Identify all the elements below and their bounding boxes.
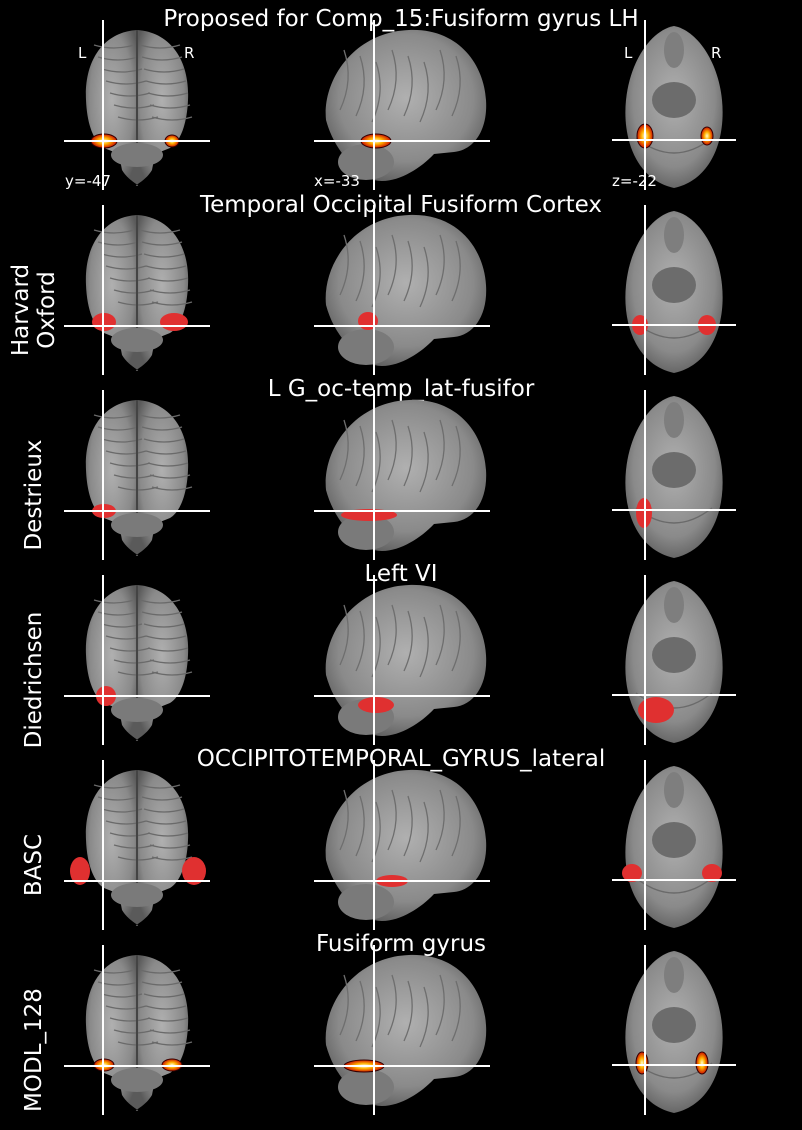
coord-label-sagittal: x=-33 <box>314 172 360 190</box>
row-label-diedrichsen: Diedrichsen <box>21 611 47 749</box>
axial-slice-harvard-oxford <box>612 205 736 375</box>
coronal-slice-proposed <box>64 20 210 190</box>
sagittal-slice-modl-128 <box>314 945 490 1115</box>
axial-slice-modl-128 <box>612 945 736 1115</box>
row-label-modl-128: MODL_128 <box>21 988 47 1112</box>
sagittal-slice-proposed <box>314 20 490 190</box>
sagittal-cerebellum <box>338 144 394 180</box>
sagittal-slice-destrieux <box>314 390 490 560</box>
row-title-destrieux: L G_oc-temp_lat-fusifor <box>267 376 535 402</box>
coord-label-coronal: y=-47 <box>65 172 111 190</box>
row-title-diedrichsen: Left VI <box>364 561 438 587</box>
row-title-proposed: Proposed for Comp_15:Fusiform gyrus LH <box>163 6 639 32</box>
coronal-cerebellum <box>111 1068 163 1092</box>
orient-coronal-right: R <box>184 44 195 62</box>
overlay-blob <box>635 1051 649 1075</box>
coord-label-axial: z=-22 <box>612 172 657 190</box>
sagittal-slice-diedrichsen <box>314 575 490 745</box>
orient-axial-right: R <box>711 44 722 62</box>
coronal-cerebellum <box>111 698 163 722</box>
axial-brainstem <box>652 82 696 118</box>
axial-slice-basc <box>612 760 736 930</box>
overlay-blob <box>695 1051 709 1075</box>
coronal-slice-modl-128 <box>64 945 210 1115</box>
coronal-slice-basc <box>64 760 210 930</box>
overlay-blob <box>358 697 394 713</box>
sagittal-slice-basc <box>314 760 490 930</box>
orient-axial-left: L <box>624 44 633 62</box>
overlay-blob <box>700 126 714 146</box>
overlay-blob <box>702 864 722 882</box>
overlay-blob <box>182 857 206 885</box>
row-title-modl-128: Fusiform gyrus <box>315 931 487 957</box>
overlay-blob <box>70 857 90 885</box>
coronal-cerebellum <box>111 143 163 167</box>
orient-coronal-left: L <box>78 44 87 62</box>
sagittal-cerebellum <box>338 884 394 920</box>
sagittal-cerebellum <box>338 1069 394 1105</box>
axial-slice-destrieux <box>612 390 736 560</box>
axial-brainstem <box>652 1007 696 1043</box>
sagittal-brain <box>325 769 487 921</box>
axial-slice-diedrichsen <box>612 575 736 745</box>
axial-brainstem <box>652 637 696 673</box>
coronal-slice-harvard-oxford <box>64 205 210 375</box>
row-title-basc: OCCIPITOTEMPORAL_GYRUS_lateral <box>196 746 606 772</box>
coronal-slice-diedrichsen <box>64 575 210 745</box>
overlay-blob <box>160 313 188 331</box>
coronal-cerebellum <box>111 883 163 907</box>
row-label-basc: BASC <box>21 833 47 897</box>
coronal-slice-destrieux <box>64 390 210 560</box>
overlay-blob <box>638 697 674 723</box>
sagittal-cerebellum <box>338 329 394 365</box>
sagittal-slice-harvard-oxford <box>314 205 490 375</box>
axial-brainstem <box>652 822 696 858</box>
row-label-destrieux: Destrieux <box>21 439 47 551</box>
sagittal-cerebellum <box>338 514 394 550</box>
row-title-harvard-oxford: Temporal Occipital Fusiform Cortex <box>199 192 603 218</box>
overlay-blob <box>622 864 642 882</box>
sagittal-brain <box>325 584 487 736</box>
axial-brainstem <box>652 452 696 488</box>
coronal-cerebellum <box>111 513 163 537</box>
coronal-cerebellum <box>111 328 163 352</box>
axial-slice-proposed <box>612 20 736 190</box>
axial-brainstem <box>652 267 696 303</box>
